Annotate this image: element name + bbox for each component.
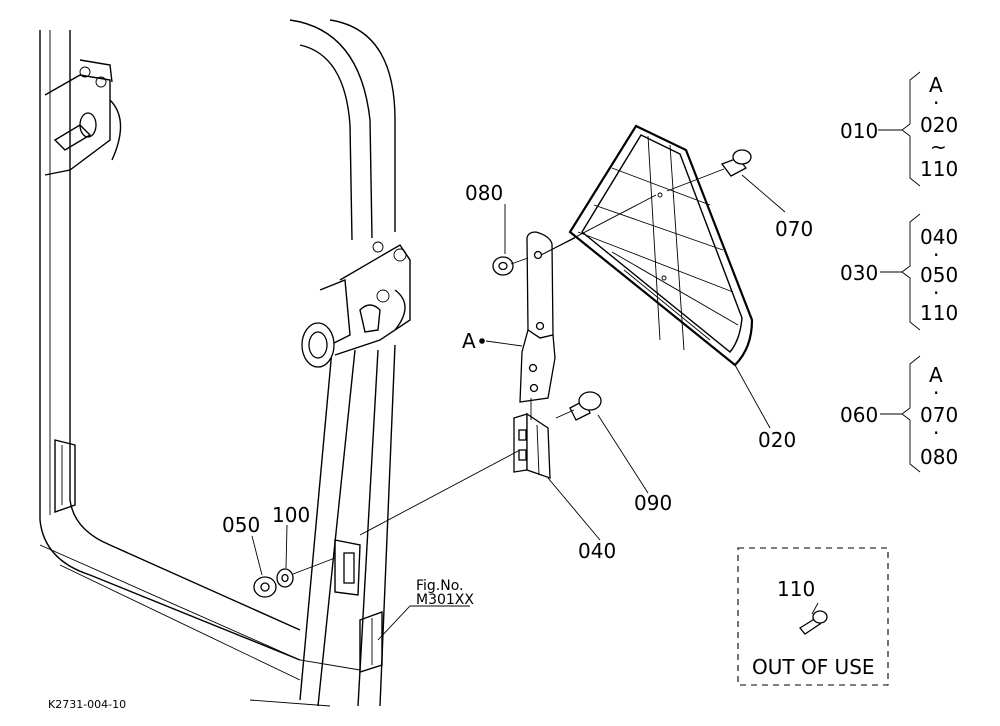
- label-100: 100: [272, 503, 310, 527]
- label-020: 020: [758, 428, 796, 452]
- part-040-hinge: [513, 412, 551, 479]
- group-010-dot-1: ·: [933, 91, 939, 115]
- label-090: 090: [634, 491, 672, 515]
- out-of-use-text: OUT OF USE: [752, 655, 875, 679]
- out-of-use-box: 110 OUT OF USE: [737, 547, 889, 686]
- fig-label: Fig.No.: [416, 578, 464, 594]
- group-030-dot-2: ·: [933, 281, 939, 305]
- label-040: 040: [578, 539, 616, 563]
- group-030-dot-1: ·: [933, 243, 939, 267]
- group-060: 060 A · 070 · 080: [840, 355, 958, 473]
- part-090-bolt: [569, 391, 602, 421]
- part-070-bolt: [720, 149, 752, 177]
- group-030: 030 040 · 050 · 110: [840, 213, 958, 331]
- group-010-tilde: ~: [930, 135, 947, 159]
- cab-frame: [39, 19, 411, 707]
- part-080-nut: [492, 256, 514, 276]
- group-060-item-3: 080: [920, 445, 958, 469]
- out-of-use-part: 110: [777, 577, 815, 601]
- group-060-dot-2: ·: [933, 421, 939, 445]
- fig-callout: Fig.No. M301XX: [377, 578, 474, 641]
- part-110-screw: [799, 610, 828, 635]
- group-060-item-1: A: [929, 363, 943, 387]
- group-030-item-2: 050: [920, 263, 958, 287]
- group-010: 010 A · 020 ~ 110: [840, 71, 958, 187]
- label-080: 080: [465, 181, 503, 205]
- part-100-washer: [276, 568, 294, 588]
- group-010-item-2: 020: [920, 113, 958, 137]
- group-060-key: 060: [840, 403, 878, 427]
- group-010-key: 010: [840, 119, 878, 143]
- part-020-guard: [568, 124, 754, 367]
- group-010-item-3: 110: [920, 157, 958, 181]
- drawing-code: K2731-004-10: [48, 698, 126, 711]
- label-ref-a: A: [462, 329, 476, 353]
- group-030-item-3: 110: [920, 301, 958, 325]
- part-050-nut: [253, 576, 277, 598]
- group-030-key: 030: [840, 261, 878, 285]
- label-050: 050: [222, 513, 260, 537]
- group-030-item-1: 040: [920, 225, 958, 249]
- label-070: 070: [775, 217, 813, 241]
- group-060-item-2: 070: [920, 403, 958, 427]
- part-labels: 080 070 020 090 040 050 100 A: [222, 181, 813, 563]
- bracket-a: [519, 231, 556, 403]
- group-010-item-1: A: [929, 73, 943, 97]
- fig-number: M301XX: [416, 592, 474, 608]
- group-060-dot-1: ·: [933, 381, 939, 405]
- leader-lines: [251, 168, 819, 615]
